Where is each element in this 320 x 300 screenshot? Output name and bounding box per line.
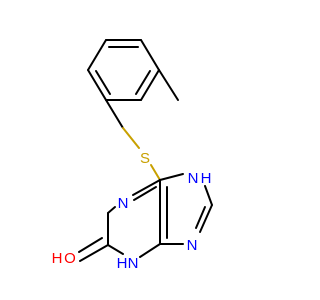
- molecule-structure: S N N H N H N H O: [52, 39, 213, 272]
- pyrimidine-ring: [107, 179, 168, 258]
- ch2-s-bond: [122, 127, 140, 149]
- n3-hydrogen: H: [117, 255, 128, 272]
- n9-atom: N: [187, 237, 198, 254]
- n1-atom: N: [118, 195, 129, 212]
- sulfur-atom: S: [140, 150, 150, 167]
- s-c6-bond: [150, 164, 161, 181]
- benzyl-bond: [105, 99, 124, 129]
- n7-hydrogen: H: [201, 170, 212, 187]
- n3-atom: N: [128, 255, 139, 272]
- imidazole-ring: [159, 173, 213, 245]
- oxygen-hydrogen: H: [52, 250, 63, 267]
- n7-atom: N: [188, 170, 199, 187]
- carbonyl-bond-2: [78, 237, 103, 253]
- carbonyl-bond-1: [79, 244, 109, 262]
- benzene-ring: [87, 39, 160, 101]
- methyl-bond: [158, 69, 179, 101]
- oxygen-atom: O: [64, 250, 76, 267]
